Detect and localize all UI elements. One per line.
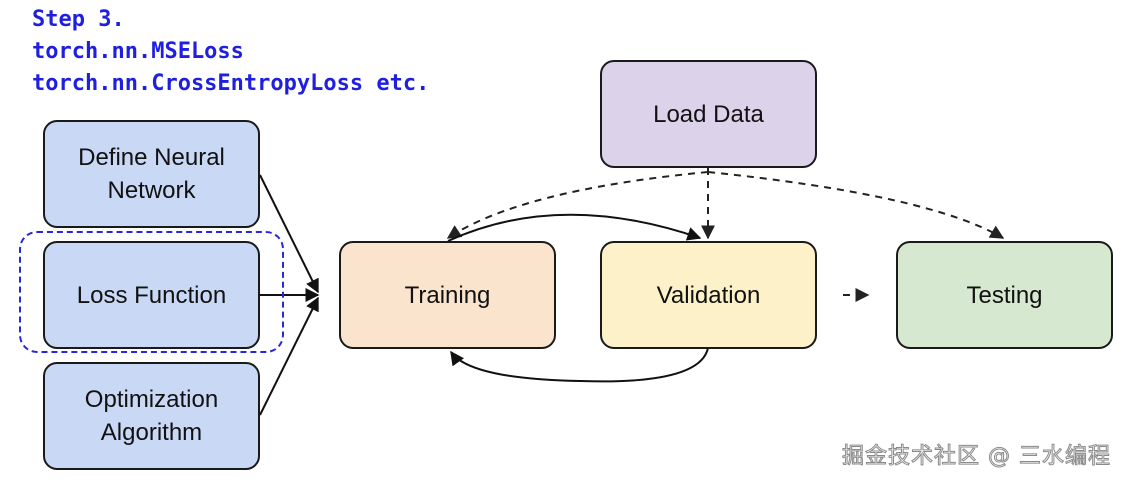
validation-label: Validation bbox=[656, 281, 761, 309]
training-node: Training bbox=[339, 241, 556, 349]
dashed-arrow-load-to-testing bbox=[707, 171, 1005, 239]
define-network-label-line1: Define Neural bbox=[78, 144, 225, 171]
validation-node: Validation bbox=[600, 241, 817, 349]
training-label: Training bbox=[404, 281, 491, 309]
define-network-node: Define Neural Network bbox=[43, 120, 260, 228]
testing-node: Testing bbox=[896, 241, 1113, 349]
define-network-label-line2: Network bbox=[107, 177, 196, 204]
loss-function-highlight bbox=[19, 231, 284, 353]
dashed-arrow-load-to-training bbox=[446, 171, 709, 239]
optimization-label-line2: Algorithm bbox=[100, 419, 203, 446]
optimization-node: Optimization Algorithm bbox=[43, 362, 260, 470]
load-data-node: Load Data bbox=[600, 60, 817, 168]
watermark: 掘金技术社区 @ 三水编程 bbox=[842, 444, 1111, 470]
arrow-training-to-validation bbox=[447, 213, 702, 242]
step-note-title: Step 3. bbox=[32, 7, 125, 32]
loss-function-label: Loss Function bbox=[76, 281, 227, 309]
step-note-mse: torch.nn.MSELoss bbox=[32, 39, 244, 64]
testing-label: Testing bbox=[966, 281, 1043, 309]
step-note: Step 3. torch.nn.MSELoss torch.nn.CrossE… bbox=[32, 4, 429, 100]
optimization-label-line1: Optimization bbox=[84, 386, 219, 413]
step-note-cross-entropy: torch.nn.CrossEntropyLoss etc. bbox=[32, 71, 430, 96]
load-data-label: Load Data bbox=[653, 100, 764, 128]
loss-function-node: Loss Function bbox=[43, 241, 260, 349]
arrow-optim-to-training bbox=[259, 296, 319, 416]
arrow-network-to-training bbox=[259, 174, 319, 294]
arrow-validation-to-training bbox=[450, 347, 709, 383]
